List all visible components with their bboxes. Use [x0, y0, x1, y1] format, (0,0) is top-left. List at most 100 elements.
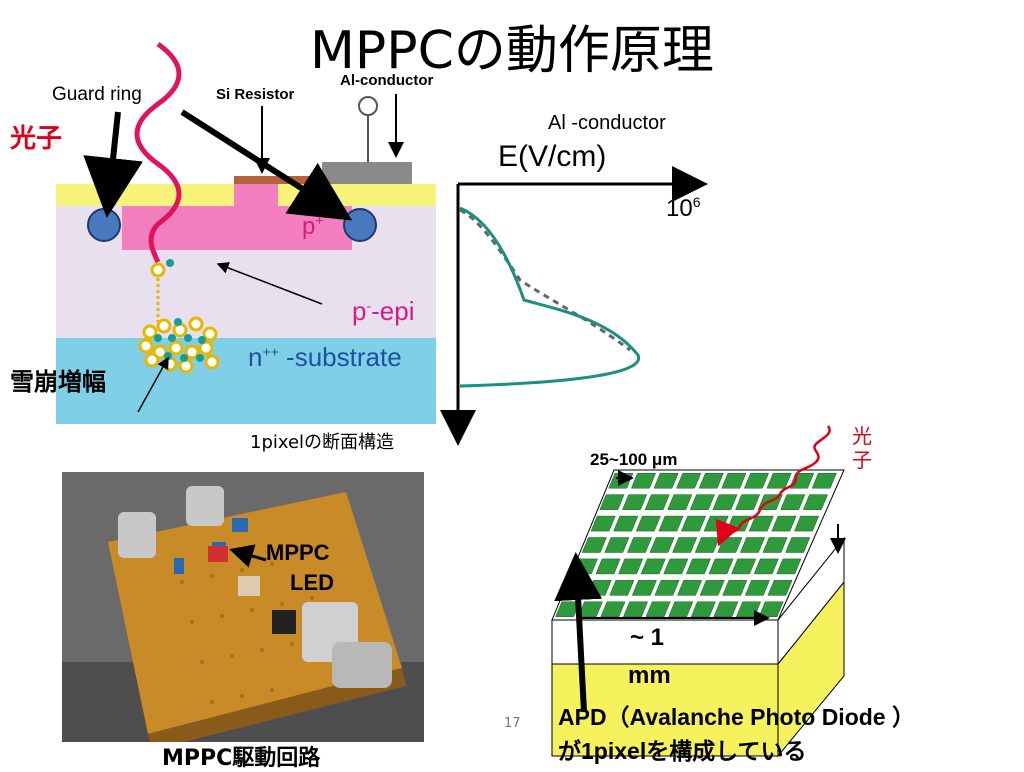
n-substrate-sup: ++	[262, 343, 279, 360]
apd-photon-label-2: 子	[852, 448, 872, 472]
apd-cell	[590, 515, 616, 532]
p-epi-sup: -	[366, 297, 372, 314]
apd-cell	[762, 537, 788, 553]
p-plus-label: p+	[302, 212, 324, 241]
apd-cell	[599, 494, 625, 510]
apd-cell	[722, 580, 748, 596]
p-epi-suffix: -epi	[371, 296, 415, 326]
apd-cell	[658, 515, 684, 532]
apd-cell	[785, 537, 811, 553]
apd-cell	[753, 558, 779, 575]
field-plot-graphic	[440, 166, 708, 446]
al-conductor-top-label: Al-conductor	[340, 72, 434, 89]
apd-cell	[721, 472, 747, 489]
board-caption: MPPC駆動回路	[162, 746, 321, 771]
apd-cell	[713, 601, 739, 618]
photon-label: 光子	[10, 124, 63, 154]
apd-cell	[604, 537, 630, 553]
apd-cell	[640, 558, 666, 575]
mppc-label: MPPC	[266, 540, 330, 565]
slide-title: MPPCの動作原理	[310, 21, 714, 81]
page-number: 17	[504, 716, 521, 731]
apd-caption-1: APD（Avalanche Photo Diode ）	[558, 704, 915, 730]
field-solid-curve	[459, 206, 641, 388]
guard-ring-right	[343, 208, 377, 242]
apd-cell	[743, 472, 769, 489]
al-conductor-plot-label: Al -conductor	[548, 112, 666, 134]
apd-cell	[731, 558, 757, 575]
apd-cell	[672, 537, 698, 553]
apd-cell	[635, 515, 661, 532]
pixel-cross-section: Guard ring Si Resistor Al-conductor 光子 p…	[0, 0, 460, 460]
field-dashed-curve	[459, 208, 631, 352]
apd-array: 光 子 25~100 μm ~ 1 mm	[540, 420, 1020, 766]
apd-cell	[668, 601, 694, 618]
si-resistor-label: Si Resistor	[216, 86, 295, 103]
guard-ring-left	[87, 208, 121, 242]
apd-cell	[654, 580, 680, 596]
driver-board-photo	[62, 472, 424, 742]
field-plot: Al -conductor E(V/cm) 106	[440, 100, 740, 460]
apd-cell	[622, 494, 648, 510]
apd-cell	[699, 580, 725, 596]
apd-cell	[735, 494, 761, 510]
apd-cell	[698, 472, 724, 489]
apd-cell	[663, 558, 689, 575]
n-substrate-text: n	[248, 342, 263, 372]
apd-cell	[780, 494, 806, 510]
apd-cell	[767, 580, 793, 596]
apd-cell	[776, 558, 802, 575]
apd-cell	[600, 601, 626, 618]
apd-cell	[771, 515, 797, 532]
mppc-pointer-arrow	[229, 544, 267, 568]
apd-cell	[712, 494, 738, 510]
led-label: LED	[290, 570, 334, 595]
apd-cell	[689, 494, 715, 510]
apd-cell	[811, 472, 837, 489]
apd-cell	[677, 580, 703, 596]
apd-cell	[649, 537, 675, 553]
photon-wave	[134, 41, 182, 264]
apd-size-label-1: ~ 1	[630, 624, 665, 651]
apd-photon-label-1: 光	[852, 424, 872, 448]
apd-cell	[618, 558, 644, 575]
apd-cell	[739, 537, 766, 553]
apd-cell	[623, 601, 649, 618]
cross-section-caption: 1pixelの断面構造	[250, 432, 395, 453]
apd-cell	[644, 494, 670, 510]
apd-cell	[685, 558, 711, 575]
apd-pitch-label: 25~100 μm	[590, 450, 678, 469]
p-plus-sup: +	[315, 212, 324, 228]
apd-cell	[748, 515, 774, 532]
apd-cell	[630, 472, 656, 489]
apd-cell	[609, 580, 635, 596]
apd-cell	[676, 472, 702, 489]
avalanche-label: 雪崩増幅	[10, 368, 106, 396]
apd-cell	[766, 472, 792, 489]
apd-size-label-2: mm	[628, 662, 671, 689]
p-epi-text: p	[352, 296, 367, 326]
field-scale-exp: 6	[692, 194, 701, 210]
field-axis-label: E(V/cm)	[498, 140, 607, 173]
apd-cell	[577, 601, 603, 618]
apd-cell	[653, 472, 679, 489]
n-substrate-suffix: -substrate	[278, 342, 402, 372]
apd-cell	[667, 494, 693, 510]
apd-array-graphic	[551, 425, 846, 758]
apd-cell	[613, 515, 639, 532]
apd-cell	[626, 537, 653, 553]
apd-cell	[631, 580, 657, 596]
apd-cell	[794, 515, 820, 532]
guard-ring-label: Guard ring	[52, 84, 142, 105]
apd-cell	[708, 558, 734, 575]
board-graphic	[62, 472, 424, 742]
apd-cell	[690, 601, 716, 618]
apd-cell	[802, 494, 828, 510]
apd-cell	[681, 515, 707, 532]
p-plus-text: p	[302, 213, 316, 240]
apd-photon-wave	[715, 425, 831, 547]
field-scale-label: 106	[666, 194, 701, 223]
field-scale-base: 10	[666, 195, 693, 222]
n-substrate-label: n++ -substrate	[248, 342, 402, 373]
cross-section-graphic	[56, 41, 436, 424]
